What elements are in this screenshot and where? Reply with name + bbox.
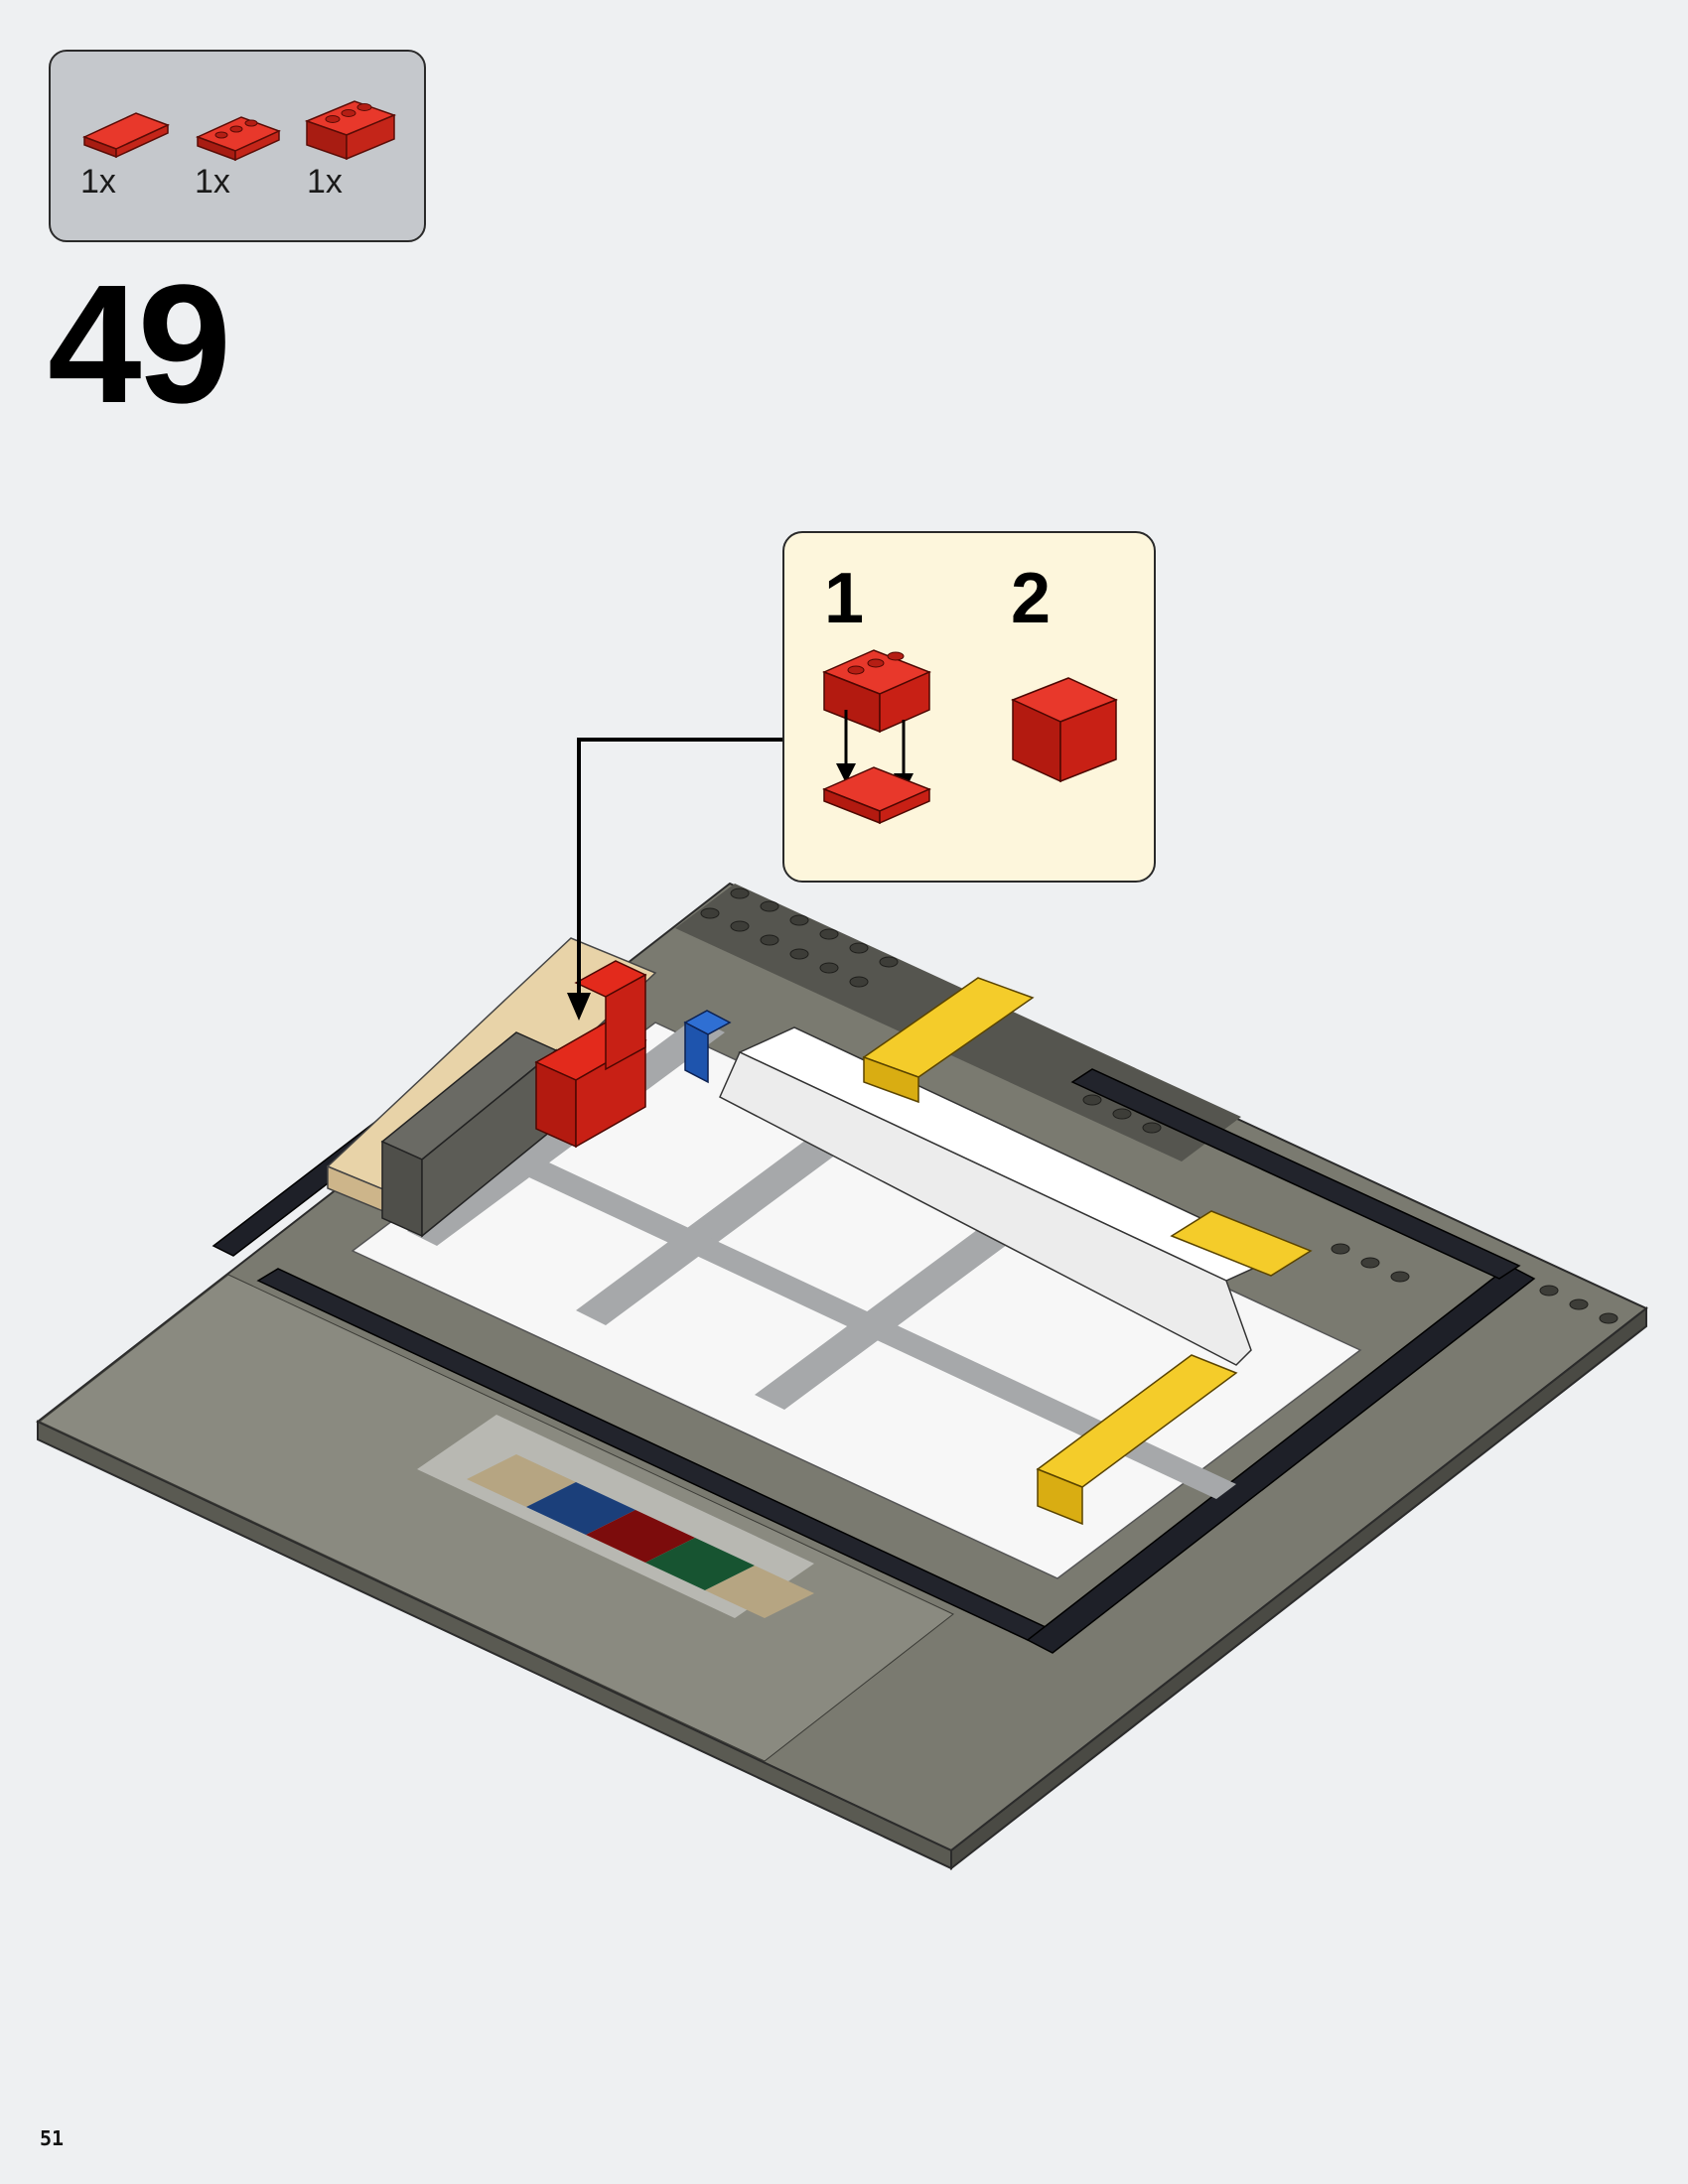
substep-number-1: 1 [824, 559, 865, 638]
red-bricks-placed [534, 960, 647, 1149]
callout-illustration [822, 649, 1118, 825]
part-quantity-3: 1x [307, 163, 343, 201]
yellow-bricks [862, 977, 1313, 1526]
part-quantity-1: 1x [80, 163, 116, 201]
substep-1-brick-icon [822, 649, 931, 734]
callout-leader-arrow [567, 738, 782, 1021]
substep-callout: 1 2 [782, 531, 1156, 883]
red-plate-1x4-icon [82, 112, 170, 159]
blue-bricks [683, 1010, 732, 1084]
parts-list-illustrations [82, 100, 397, 162]
red-plate-1x3-icon [196, 116, 281, 162]
baseplate-studs [700, 887, 1618, 1324]
substep-1-plate-icon [822, 766, 931, 825]
step-number: 49 [48, 250, 231, 439]
parts-list-box: 1x 1x 1x [49, 50, 426, 242]
white-brick-wall [719, 1026, 1283, 1366]
red-brick-1x3-icon [304, 100, 397, 161]
page-number: 51 [40, 2126, 65, 2150]
substep-2-brick-icon [1011, 677, 1118, 783]
substep-number-2: 2 [1011, 559, 1052, 638]
colored-floor-tiles [467, 1454, 814, 1618]
part-quantity-2: 1x [195, 163, 230, 201]
